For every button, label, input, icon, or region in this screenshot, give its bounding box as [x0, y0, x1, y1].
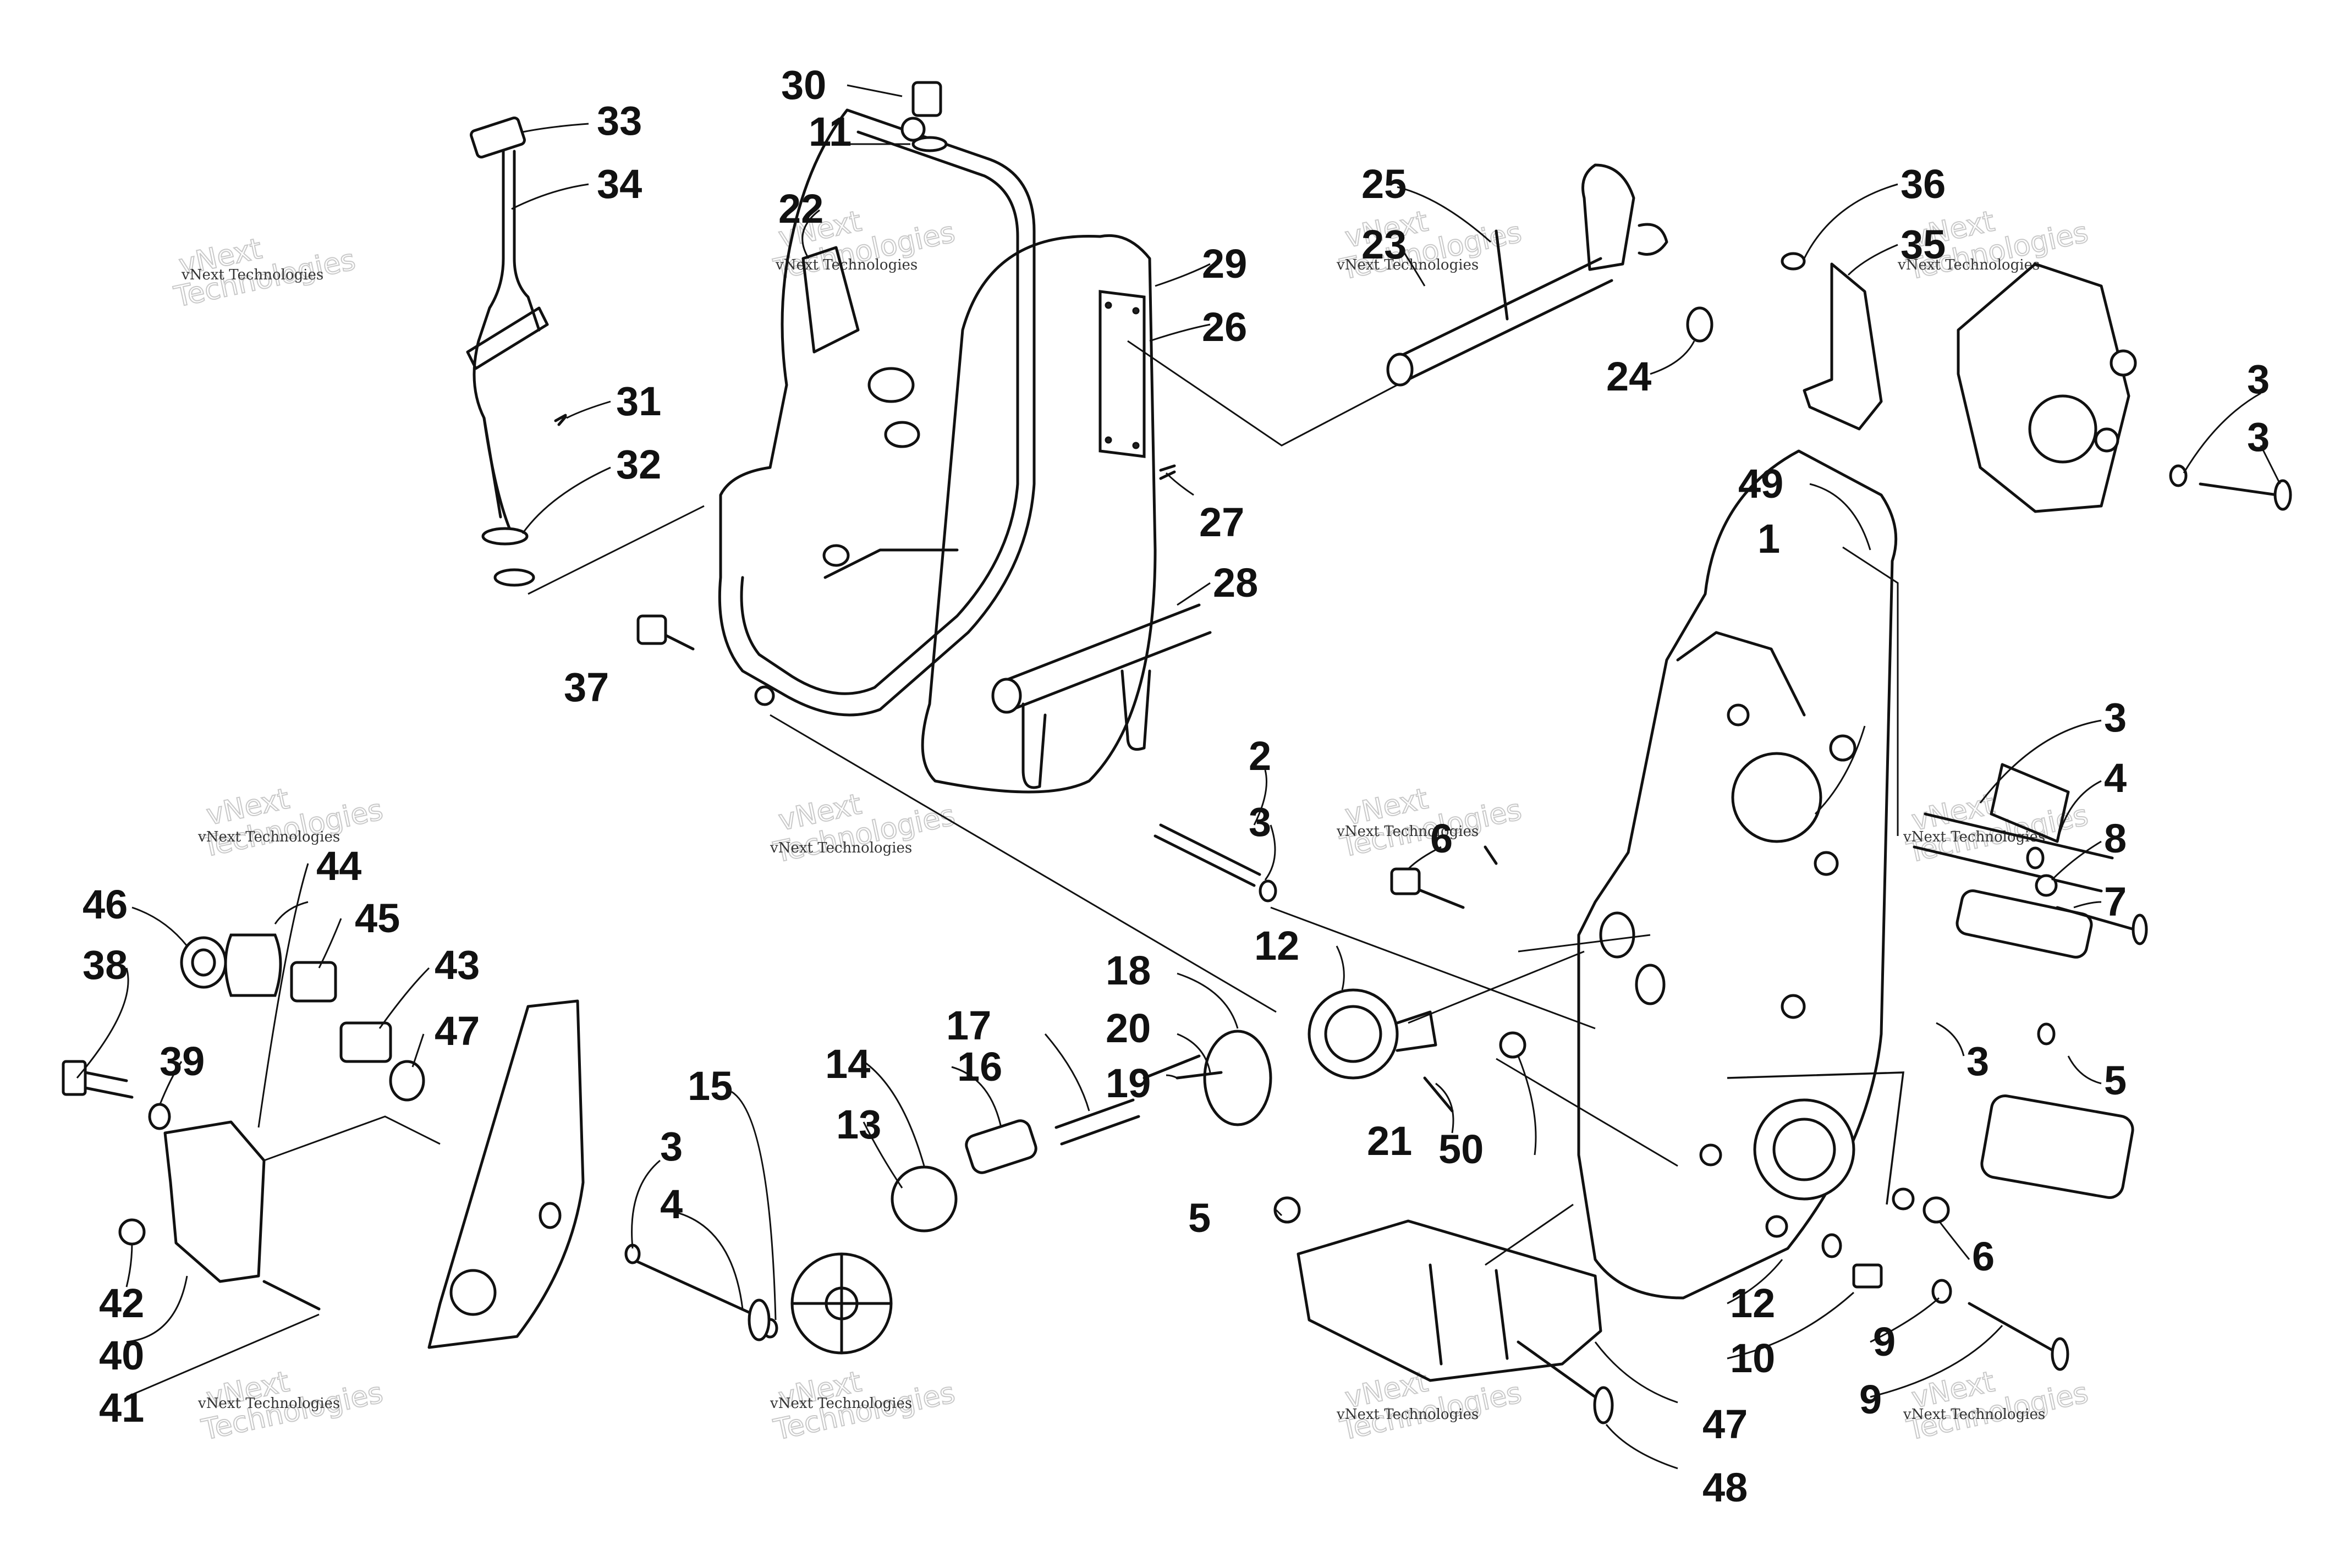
callout-label: 5: [1188, 1195, 1211, 1241]
callout-label: 6: [1972, 1234, 1995, 1279]
callout-label: 3: [2247, 414, 2270, 460]
callout-label: 41: [99, 1385, 144, 1431]
shift-fork: [991, 603, 1212, 789]
cover-plate: [1098, 290, 1176, 480]
callout-label: 3: [2247, 356, 2270, 402]
chaincase-cover: [718, 108, 1036, 717]
watermark-text: vNext Technologies: [197, 1395, 340, 1412]
callout-label: 8: [2104, 816, 2127, 861]
watermark: vNext Technologies: [1337, 782, 1525, 864]
callout-label: 9: [1859, 1377, 1882, 1422]
watermark-text: vNext Technologies: [1897, 257, 2040, 273]
callout-label: 43: [435, 942, 480, 988]
watermark-text: vNext Technologies: [775, 257, 918, 273]
callout-label: 24: [1606, 354, 1651, 399]
callout-label: 30: [781, 62, 826, 108]
callout-label: 31: [616, 378, 661, 424]
callout-label: 4: [660, 1181, 683, 1227]
bolt-group-lower-right: [1821, 1196, 2069, 1371]
callout-label: 40: [99, 1333, 144, 1378]
callout-label: 42: [99, 1280, 144, 1326]
callout-label: 3: [1249, 799, 1271, 845]
bolt-group-middle: [1153, 823, 1526, 1059]
callout-label: 45: [355, 895, 400, 941]
callout-label: 48: [1702, 1465, 1748, 1510]
callout-label: 23: [1361, 222, 1407, 267]
callout-label: 47: [435, 1008, 480, 1054]
watermark-text: vNext Technologies: [1336, 823, 1479, 840]
callout-label: 19: [1106, 1060, 1151, 1106]
callout-labels: 1 2 3 3 3 3 3 3 4 4 5 5 6 6 7 8 9 9 10 1…: [83, 62, 2270, 1510]
callout-label: 11: [809, 109, 852, 155]
watermark-text: vNext Technologies: [181, 267, 323, 283]
callout-label: 3: [660, 1124, 683, 1169]
callout-label: 36: [1900, 161, 1946, 207]
callout-label: 6: [1430, 816, 1453, 861]
top-fasteners: [636, 81, 948, 651]
callout-label: 20: [1106, 1005, 1151, 1051]
callout-label: 50: [1438, 1126, 1484, 1172]
callout-label: 33: [597, 98, 642, 144]
callout-label: 12: [1254, 923, 1299, 969]
tensioner-arm-assembly: [62, 933, 771, 1349]
callout-label: 29: [1202, 241, 1247, 287]
callout-label: 34: [597, 161, 642, 207]
callout-label: 10: [1730, 1335, 1775, 1381]
callout-label: 25: [1361, 161, 1407, 207]
callout-label: 46: [83, 882, 128, 927]
callout-label: 39: [160, 1038, 205, 1084]
callout-label: 21: [1367, 1118, 1412, 1164]
callout-label: 3: [1967, 1038, 1989, 1084]
callout-label: 44: [316, 843, 361, 889]
chaincase-housing: [1577, 449, 1915, 1300]
callout-label: 28: [1213, 560, 1258, 606]
watermark: vNext Technologies: [1337, 1365, 1525, 1447]
callout-label: 17: [946, 1003, 991, 1048]
callout-label: 47: [1702, 1401, 1748, 1447]
watermark: vNext Technologies: [171, 232, 359, 314]
tensioner-assembly: [762, 988, 1454, 1355]
callout-label: 14: [825, 1041, 870, 1087]
callout-label: 5: [2104, 1058, 2127, 1103]
watermark-text: vNext Technologies: [1903, 1406, 2045, 1423]
callout-label: 18: [1106, 948, 1151, 993]
watermark-text: vNext Technologies: [1336, 257, 1479, 273]
callout-label: 3: [2104, 695, 2127, 740]
callout-label: 4: [2104, 755, 2127, 801]
callout-label: 22: [778, 186, 823, 232]
callout-label: 7: [2104, 879, 2127, 925]
callout-label: 9: [1873, 1319, 1896, 1365]
watermark-text: vNext Technologies: [770, 1395, 912, 1412]
callout-label: 37: [564, 664, 609, 710]
callout-label: 49: [1738, 461, 1783, 507]
shaft-parts: [1913, 763, 2148, 1199]
watermark-text: vNext Technologies: [1336, 1406, 1479, 1423]
callout-label: 16: [957, 1044, 1002, 1090]
dipstick-assembly: [466, 116, 567, 587]
watermark-text: vNext Technologies: [197, 829, 340, 845]
callout-label: 15: [688, 1063, 733, 1109]
gasket: [921, 234, 1157, 794]
callout-label: 12: [1730, 1280, 1775, 1326]
leader-lines: [76, 84, 2281, 1470]
shift-shaft: [1386, 163, 1713, 387]
callout-label: 13: [836, 1102, 881, 1147]
chain-guard: [1273, 1196, 1614, 1424]
shift-bracket: [1781, 252, 2292, 513]
callout-label: 32: [616, 442, 661, 487]
callout-label: 2: [1249, 733, 1271, 779]
callout-label: 27: [1199, 499, 1244, 545]
callout-label: 26: [1202, 304, 1247, 350]
callout-label: 35: [1900, 222, 1946, 267]
watermark-text: vNext Technologies: [770, 840, 912, 856]
callout-label: 1: [1757, 516, 1780, 562]
callout-label: 38: [83, 942, 128, 988]
